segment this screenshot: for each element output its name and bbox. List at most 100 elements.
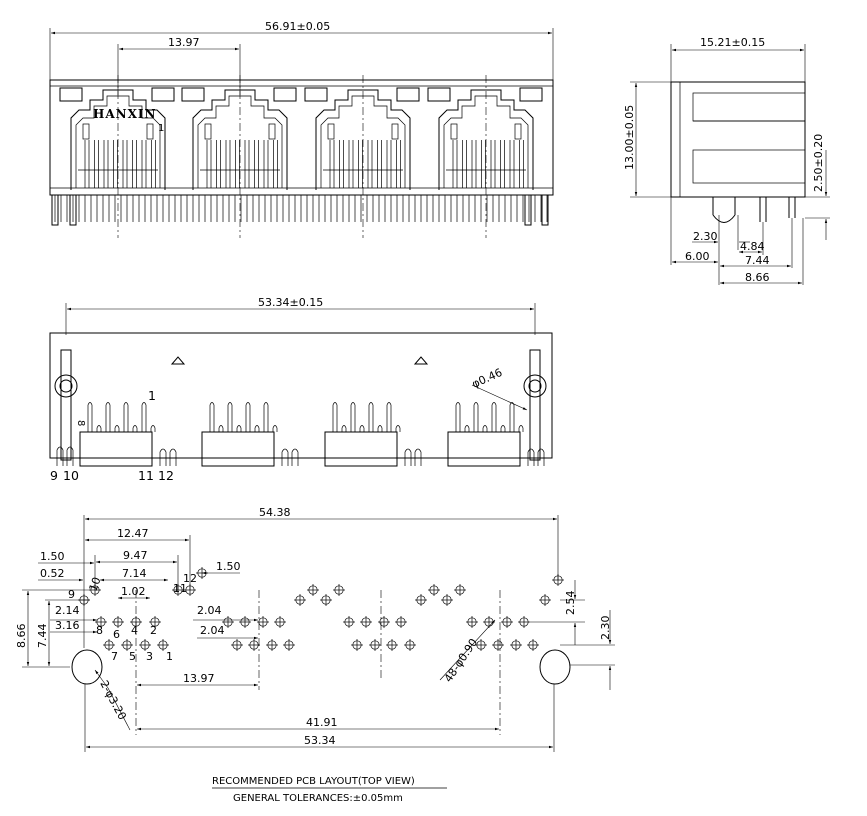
- signal-pin: [464, 425, 470, 432]
- pcb-dim-2-30: 2.30: [599, 616, 612, 641]
- latch-slot: [391, 123, 399, 140]
- pcb-pin-5: 5: [129, 650, 136, 663]
- bottom-pin-9: 9: [50, 468, 58, 483]
- pcb-pin-3: 3: [146, 650, 153, 663]
- led-pin: [527, 448, 535, 466]
- led-pin: [404, 448, 412, 466]
- signal-pin: [359, 425, 365, 432]
- pcb-hole: [222, 616, 234, 628]
- latch-slot: [82, 123, 90, 140]
- port-opening: [315, 89, 411, 190]
- signal-pin: [218, 425, 224, 432]
- signal-pin: [105, 402, 111, 432]
- signal-pin: [272, 425, 278, 432]
- led-pin: [159, 448, 167, 466]
- pcb-dim-54-38: 54.38: [259, 506, 291, 519]
- pcb-hole: [95, 616, 107, 628]
- pcb-dim-2-54: 2.54: [564, 591, 577, 616]
- signal-pin: [491, 402, 497, 432]
- bottom-pin-dia: φ0.46: [470, 366, 504, 391]
- pcb-hole: [539, 594, 551, 606]
- pcb-hole: [333, 584, 345, 596]
- pcb-pin-10: 10: [87, 575, 104, 593]
- side-dim-7-44: 7.44: [745, 254, 770, 267]
- peg-ring: [54, 374, 78, 398]
- pcb-pin-4: 4: [131, 624, 138, 637]
- signal-pin: [227, 402, 233, 432]
- pcb-hole: [157, 639, 169, 651]
- pcb-dim-7-14: 7.14: [122, 567, 147, 580]
- side-dim-6-00: 6.00: [685, 250, 710, 263]
- pcb-pin-6: 6: [113, 628, 120, 641]
- pcb-hole: [343, 616, 355, 628]
- side-dim-2-30: 2.30: [693, 230, 718, 243]
- bottom-pin-12: 12: [158, 468, 174, 483]
- pcb-dim-7-44: 7.44: [36, 624, 49, 649]
- signal-pin: [114, 425, 120, 432]
- pcb-hole: [139, 639, 151, 651]
- pcb-hole: [248, 639, 260, 651]
- bottom-pin-group-1: [79, 402, 177, 467]
- signal-pin: [395, 425, 401, 432]
- board-lock: [524, 195, 532, 226]
- latch-slot: [204, 123, 212, 140]
- latch-slot: [268, 123, 276, 140]
- pcb-hole: [441, 594, 453, 606]
- pcb-hole: [386, 639, 398, 651]
- pcb-dim-41-91: 41.91: [306, 716, 338, 729]
- pcb-hole: [466, 616, 478, 628]
- signal-pin: [236, 425, 242, 432]
- port-opening: [70, 89, 166, 190]
- pin-block: [447, 431, 521, 467]
- mount-peg-1: [54, 349, 78, 461]
- led-pin: [66, 446, 74, 466]
- pcb-hole: [294, 594, 306, 606]
- peg-ring: [523, 374, 547, 398]
- pcb-dim-3-16: 3.16: [55, 619, 80, 632]
- notes: RECOMMENDED PCB LAYOUT(TOP VIEW) GENERAL…: [212, 776, 447, 804]
- bottom-pin-group-3: [324, 402, 422, 467]
- pcb-pin-7: 7: [111, 650, 118, 663]
- peg-ring: [528, 379, 542, 393]
- pcb-hole: [510, 639, 522, 651]
- pcb-hole: [307, 584, 319, 596]
- led-window: [304, 87, 328, 102]
- pcb-hole: [112, 616, 124, 628]
- side-depth-dim: 15.21±0.15: [700, 36, 765, 49]
- bottom-width-dim: 53.34±0.15: [258, 296, 323, 309]
- pcb-pin-numbers: 9 10 11 12 8 6 4 2 7 5 3 1: [68, 572, 197, 663]
- bottom-pin-11: 11: [138, 468, 154, 483]
- pcb-pin-9: 9: [68, 588, 75, 601]
- latch-slot: [514, 123, 522, 140]
- pcb-dim-1-02: 1.02: [121, 585, 146, 598]
- pcb-layout: 54.38 12.47 9.47 7.14 1.02 1.50 0.52 1.5…: [15, 506, 615, 752]
- signal-pin: [87, 402, 93, 432]
- pcb-dim-12-47: 12.47: [117, 527, 149, 540]
- led-window: [396, 87, 420, 102]
- pcb-hole: [492, 639, 504, 651]
- signal-pin: [254, 425, 260, 432]
- pcb-pin-11: 11: [173, 582, 187, 595]
- pcb-hole: [395, 616, 407, 628]
- pcb-hole: [266, 639, 278, 651]
- pcb-pin-1: 1: [166, 650, 173, 663]
- notes-title: RECOMMENDED PCB LAYOUT(TOP VIEW): [212, 776, 415, 787]
- rj45-port-3: [304, 87, 420, 190]
- signal-pin: [386, 402, 392, 432]
- pcb-dim-2-04-b: 2.04: [200, 624, 225, 637]
- signal-pin: [132, 425, 138, 432]
- pcb-hole: [428, 584, 440, 596]
- signal-pin: [141, 402, 147, 432]
- led-pin: [169, 448, 177, 466]
- pcb-hole: [351, 639, 363, 651]
- pcb-hole: [239, 616, 251, 628]
- board-lock: [51, 195, 59, 226]
- pcb-hole: [415, 594, 427, 606]
- bottom-pin-group-4: [447, 402, 545, 467]
- bottom-pin-10: 10: [63, 468, 79, 483]
- signal-pin: [482, 425, 488, 432]
- front-view: 56.91±0.05 13.97 HANXIN 1: [49, 20, 554, 238]
- rj45-port-4: [427, 87, 543, 190]
- latch-slot: [146, 123, 154, 140]
- side-standoff-dim: 2.50±0.20: [812, 134, 825, 192]
